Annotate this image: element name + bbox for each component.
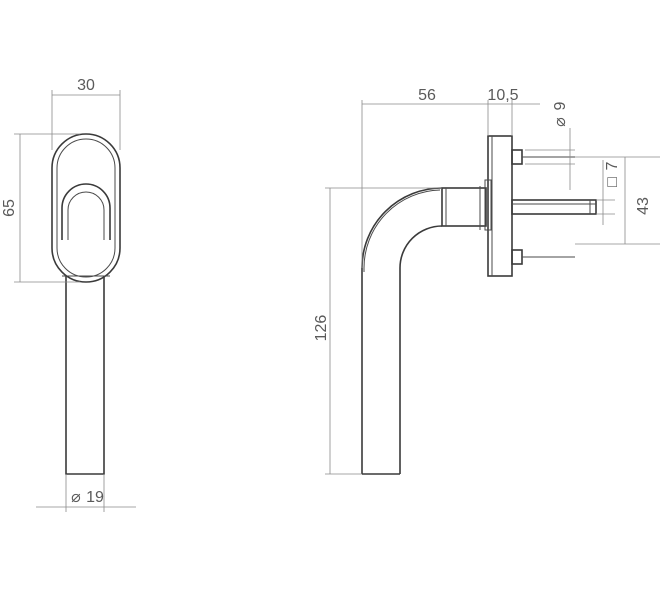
side-screw-top-head bbox=[511, 149, 523, 165]
front-neck bbox=[61, 183, 111, 240]
side-view: 56 10,5 ⌀ 9 □ 7 43 126 bbox=[313, 87, 660, 475]
side-spindle-symbol: □ bbox=[604, 177, 621, 187]
front-height-label: 65 bbox=[1, 199, 18, 217]
side-spacing-label: 43 bbox=[635, 197, 652, 215]
side-lever-inner bbox=[399, 225, 443, 474]
front-lever bbox=[65, 276, 105, 475]
side-rose-depth-label: 10,5 bbox=[487, 87, 518, 104]
front-diameter-symbol: ⌀ bbox=[71, 489, 81, 506]
side-height-label: 126 bbox=[313, 315, 330, 342]
side-screw-bottom-head bbox=[511, 249, 523, 265]
front-diameter-label: 19 bbox=[86, 489, 104, 506]
side-projection-label: 56 bbox=[418, 87, 436, 104]
side-spindle bbox=[511, 199, 597, 215]
side-collar bbox=[441, 187, 487, 227]
side-screw-diameter-label: 9 bbox=[552, 101, 569, 110]
side-screw-diameter-symbol: ⌀ bbox=[552, 117, 569, 127]
front-width-label: 30 bbox=[77, 77, 95, 94]
front-rose-inner bbox=[56, 138, 116, 278]
front-neck-inner bbox=[67, 191, 105, 240]
side-lever-outer bbox=[361, 187, 443, 474]
front-view: 30 65 ⌀ 19 bbox=[1, 77, 136, 512]
side-spindle-label: 7 bbox=[604, 161, 621, 170]
front-rose-outer bbox=[51, 133, 121, 283]
